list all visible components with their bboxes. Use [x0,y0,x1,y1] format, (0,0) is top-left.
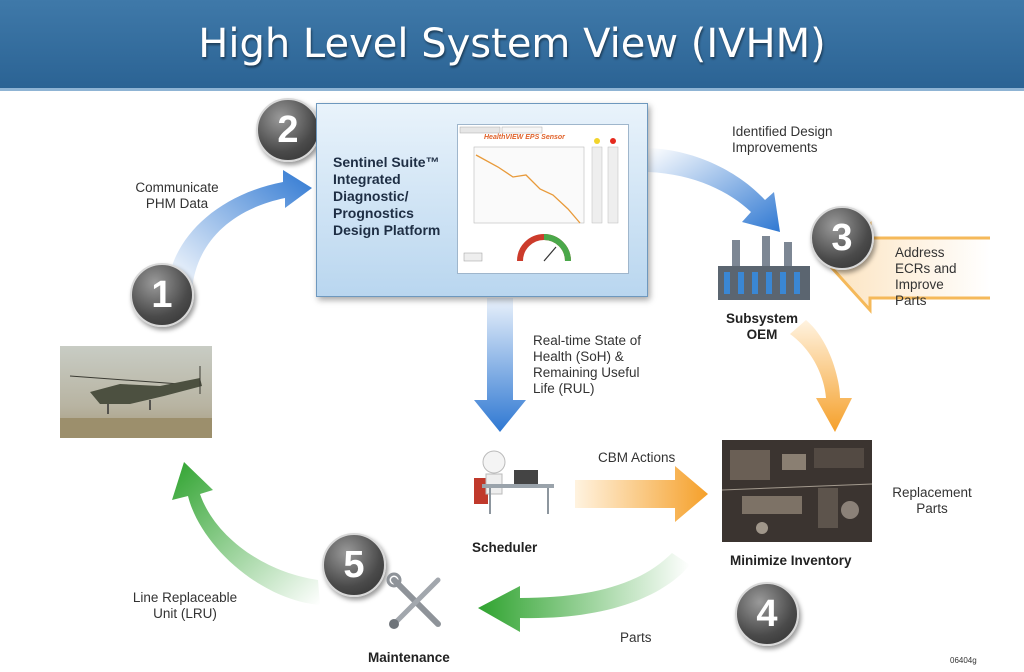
suite-title: Sentinel Suite™ Integrated Diagnostic/ P… [333,154,441,238]
lru-label: Line Replaceable Unit (LRU) [132,590,238,621]
screen-title: HealthVIEW EPS Sensor [484,134,565,141]
sentinel-suite-panel: Sentinel Suite™ Integrated Diagnostic/ P… [316,103,648,297]
arrow-communicate [168,170,312,290]
scheduler-person-icon [474,450,554,514]
step-4-badge: 4 [735,582,799,646]
replacement-label: Replacement Parts [892,485,972,516]
step-3-badge: 3 [810,206,874,270]
step-5-badge: 5 [322,533,386,597]
arrow-realtime [474,298,526,432]
helicopter-image [60,346,212,438]
circuit-board-image [722,440,872,542]
step-2-badge: 2 [256,98,320,162]
page-title: High Level System View (IVHM) [198,21,826,67]
healthview-screen: HealthVIEW EPS Sensor [457,124,629,274]
healthview-graphics [459,126,619,262]
arrow-lru [172,462,320,605]
arrow-cbm [575,466,708,522]
step-1-badge: 1 [130,263,194,327]
address-label: Address ECRs and Improve Parts [895,245,957,308]
arrow-oem-down [790,320,852,432]
arrow-parts [478,553,690,632]
realtime-label: Real-time State of Health (SoH) & Remain… [533,333,642,396]
identified-label: Identified Design Improvements [732,124,833,155]
wrench-screwdriver-icon [386,572,441,629]
title-bar: High Level System View (IVHM) [0,0,1024,91]
scheduler-label: Scheduler [472,540,538,555]
maintenance-label: Maintenance [368,650,450,665]
inventory-label: Minimize Inventory [730,553,852,568]
cbm-label: CBM Actions [598,450,676,465]
communicate-label: Communicate PHM Data [135,180,219,211]
subsystem-oem-label: Subsystem OEM [725,311,799,342]
factory-icon [718,236,810,300]
arrow-identified [648,148,780,232]
document-stamp: 06404g [950,656,977,665]
parts-label: Parts [620,630,652,645]
